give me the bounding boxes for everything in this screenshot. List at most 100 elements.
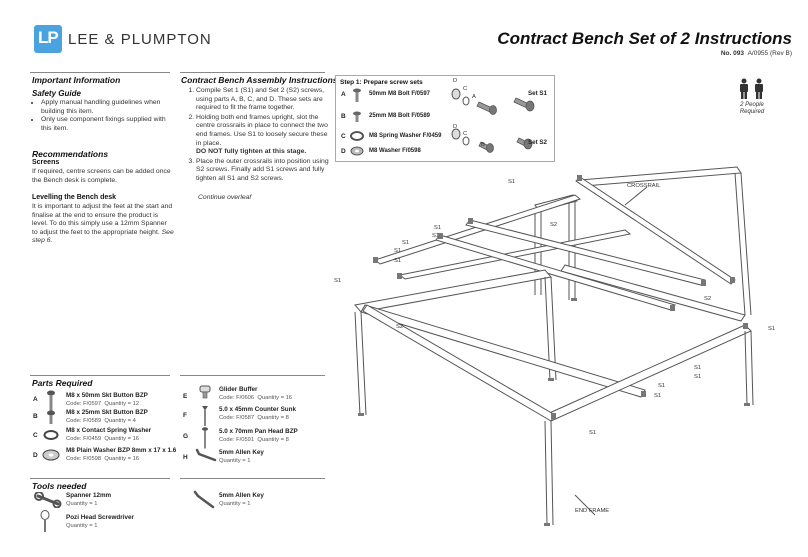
diagram-label-d: D xyxy=(453,124,458,130)
part-code: Code: F/0459 xyxy=(66,436,102,442)
divider xyxy=(30,72,170,73)
people-required: 2 People Required xyxy=(728,102,776,116)
s1-label: S1 xyxy=(394,258,402,264)
diagram-label-b: B xyxy=(481,142,485,148)
screens-text: If required, centre screens can be added… xyxy=(32,168,171,184)
bench-assembly-diagram xyxy=(354,166,754,526)
s2-label: S2 xyxy=(550,222,558,228)
part-qty: Quantity = 1 xyxy=(219,458,251,464)
part-meta: Code: F/0606 Quantity = 16 xyxy=(219,395,292,401)
doc-no-ref: A/0955 (Rev B) xyxy=(747,50,792,57)
recommendations-heading: Recommendations xyxy=(32,149,109,159)
assembly-step: Place the outer crossrails into position… xyxy=(196,158,330,184)
brand-logo: LP xyxy=(34,25,62,53)
diagram-label-c: C xyxy=(463,131,468,137)
page-title: Contract Bench Set of 2 Instructions xyxy=(497,29,792,48)
screwdriver-icon xyxy=(40,510,50,532)
item-letter: B xyxy=(341,113,346,120)
part-name: M8 x Contact Spring Washer xyxy=(66,427,152,434)
pan-head-screw-icon xyxy=(202,427,208,449)
part-code: Code: F/0591 xyxy=(219,437,255,443)
bolt-long-icon xyxy=(353,88,361,102)
part-code: Code: F/0598 xyxy=(66,456,102,462)
levelling-body: It is important to adjust the feet at th… xyxy=(32,203,173,236)
tool-name: Spanner 12mm xyxy=(66,492,112,499)
safety-list: Apply manual handling guidelines when bu… xyxy=(32,99,170,133)
tool-qty: Quantity = 1 xyxy=(219,501,251,507)
brand-name: LEE & PLUMPTON xyxy=(68,31,212,48)
levelling-text: It is important to adjust the feet at th… xyxy=(32,203,174,246)
step1-title: Step 1: Prepare screw sets xyxy=(340,79,423,86)
part-meta: Quantity = 1 xyxy=(219,458,250,464)
item-name: M8 Washer F/0598 xyxy=(369,148,421,154)
s1-label: S1 xyxy=(394,248,402,254)
levelling-heading: Levelling the Bench desk xyxy=(32,194,117,201)
s2-label: S2 xyxy=(704,296,712,302)
step1-box: Step 1: Prepare screw sets A 50mm M8 Bol… xyxy=(335,75,555,162)
parts-heading: Parts Required xyxy=(32,378,93,388)
part-code: Code: F/0589 xyxy=(66,418,102,424)
s1-label: S1 xyxy=(432,233,440,239)
bolt-short-icon xyxy=(47,410,55,424)
diagram-label-a: A xyxy=(472,94,476,100)
assembly-step-text: Holding both end frames upright, slot th… xyxy=(196,113,328,147)
part-name: 5.0 x 70mm Pan Head BZP xyxy=(219,428,298,435)
s1-label: S1 xyxy=(768,326,776,332)
tool-qty: Quantity = 1 xyxy=(66,501,98,507)
s1-label: S1 xyxy=(589,430,597,436)
part-name: M8 Plain Washer BZP 8mm x 17 x 1.6 xyxy=(66,447,177,454)
tool-name: 5mm Allen Key xyxy=(219,492,264,499)
part-name: M8 x 25mm Skt Button BZP xyxy=(66,409,148,416)
safety-item: Apply manual handling guidelines when bu… xyxy=(41,99,170,116)
crossrail-label: CROSSRAIL xyxy=(627,183,661,189)
part-qty: Quantity = 12 xyxy=(104,401,140,407)
tool-qty: Quantity = 1 xyxy=(66,523,98,529)
item-letter: A xyxy=(341,91,346,98)
part-letter: G xyxy=(183,433,189,440)
important-heading: Important Information xyxy=(32,75,121,85)
logo-mark: LP xyxy=(38,28,59,47)
s1-label: S1 xyxy=(434,225,442,231)
divider xyxy=(180,375,325,376)
s1-label: S1 xyxy=(508,179,516,185)
part-meta: Code: F/0598 Quantity = 16 xyxy=(66,456,139,462)
item-letter: D xyxy=(341,148,346,155)
item-name: 25mm M8 Bolt F/0589 xyxy=(369,113,431,119)
allen-key-icon xyxy=(195,448,217,462)
spring-washer-icon xyxy=(43,430,59,440)
part-name: Glider Buffer xyxy=(219,386,258,393)
part-qty: Quantity = 8 xyxy=(257,437,289,443)
part-qty: Quantity = 8 xyxy=(257,415,289,421)
part-name: M8 x 50mm Skt Button BZP xyxy=(66,392,148,399)
set-s2-label: Set S2 xyxy=(528,139,547,146)
part-letter: C xyxy=(33,432,38,439)
plain-washer-icon xyxy=(42,449,60,461)
tool-name: Pozi Head Screwdriver xyxy=(66,514,134,521)
glider-buffer-icon xyxy=(199,385,211,399)
part-meta: Code: F/0589 Quantity = 4 xyxy=(66,418,136,424)
part-name: 5.0 x 45mm Counter Sunk xyxy=(219,406,296,413)
part-letter: E xyxy=(183,393,188,400)
diagram-label-c: C xyxy=(463,86,468,92)
screens-heading: Screens xyxy=(32,159,60,166)
part-meta: Code: F/0587 Quantity = 8 xyxy=(219,415,289,421)
part-name: 5mm Allen Key xyxy=(219,449,264,456)
set-s1-label: Set S1 xyxy=(528,90,547,97)
divider xyxy=(180,478,325,479)
people-line2: Required xyxy=(739,109,765,115)
safety-heading: Safety Guide xyxy=(32,89,81,98)
assembly-step: Holding both end frames upright, slot th… xyxy=(196,114,330,157)
two-people-icon xyxy=(740,78,763,99)
s2-label: S2 xyxy=(396,324,404,330)
part-letter: D xyxy=(33,452,38,459)
continue-overleaf: Continue overleaf xyxy=(198,194,252,201)
spanner-icon xyxy=(34,492,62,508)
s1-label: S1 xyxy=(334,278,342,284)
item-name: 50mm M8 Bolt F/0597 xyxy=(369,91,431,97)
spring-washer-icon xyxy=(350,131,364,141)
s1-label: S1 xyxy=(654,393,662,399)
part-qty: Quantity = 16 xyxy=(104,456,140,462)
countersunk-screw-icon xyxy=(202,406,208,426)
part-meta: Code: F/0591 Quantity = 8 xyxy=(219,437,289,443)
people-line1: 2 People xyxy=(740,102,764,108)
